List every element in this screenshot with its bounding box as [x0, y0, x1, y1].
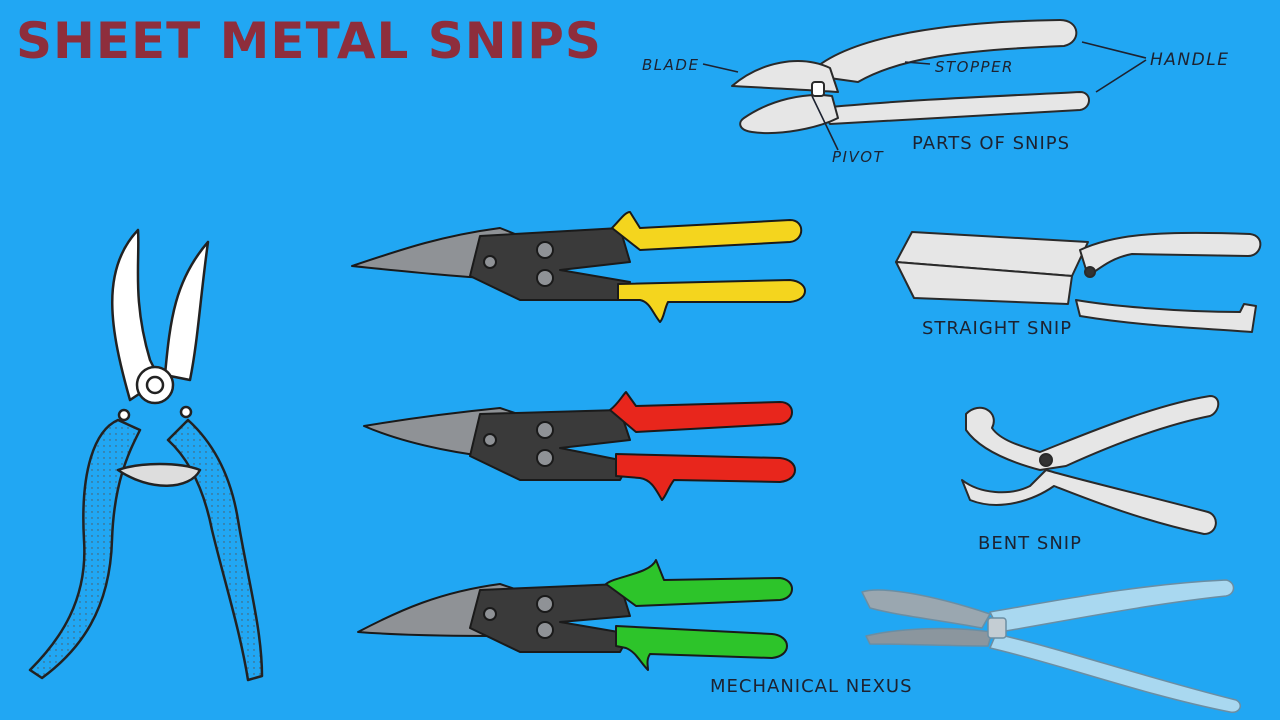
bent-snip-upper-arm — [965, 395, 1220, 471]
yellow-upper-grip — [611, 211, 803, 251]
label-mechanical-nexus: MECHANICAL NEXUS — [710, 676, 913, 697]
upper-handle — [807, 19, 1078, 83]
straight-snip-lower-handle — [1075, 299, 1257, 333]
parts-of-snips-diagram — [731, 19, 1090, 135]
tin-snip-upper-handle — [989, 579, 1235, 633]
straight-snip-upper-handle — [1079, 231, 1262, 277]
yellow-lower-grip — [617, 279, 806, 323]
lower-blade — [739, 94, 839, 135]
tin-snip-lower-handle — [989, 633, 1241, 713]
bent-snip-lower-arm — [961, 469, 1217, 535]
label-straight-snip: STRAIGHT SNIP — [922, 318, 1073, 339]
red-upper-grip — [609, 391, 793, 433]
lower-handle — [819, 91, 1090, 125]
green-upper-grip — [605, 559, 793, 607]
label-bent-snip: BENT SNIP — [978, 533, 1082, 554]
label-parts-of-snips: PARTS OF SNIPS — [912, 133, 1071, 154]
pruner-left-handle — [28, 418, 142, 680]
pivot-rivet — [811, 81, 825, 97]
tin-snip-lower-blade — [865, 627, 993, 647]
green-lower-grip — [615, 625, 788, 671]
pruner-cutting-blade — [163, 240, 210, 382]
yellow-jaw-body — [469, 227, 631, 301]
aviation-snip-yellow — [351, 211, 806, 323]
parts-arrows — [702, 41, 1147, 151]
tin-snip-upper-blade — [861, 589, 991, 629]
pruner-right-handle — [166, 418, 264, 682]
pruner-spring — [116, 462, 202, 487]
aviation-snip-green — [357, 559, 793, 671]
red-lower-grip — [615, 453, 796, 501]
label-handle: HANDLE — [1150, 50, 1230, 70]
label-stopper: STOPPER — [935, 58, 1014, 76]
label-pivot: PIVOT — [832, 148, 885, 166]
page-title: SHEET METAL SNIPS — [16, 12, 602, 70]
straight-snip-sketch — [895, 231, 1262, 333]
pruner-sketch — [28, 228, 264, 682]
tin-snip-photo — [861, 579, 1241, 713]
bent-snip-sketch — [961, 395, 1220, 535]
label-blade: BLADE — [642, 56, 700, 74]
pruner-hook-blade — [111, 228, 162, 402]
aviation-snip-red — [363, 391, 796, 501]
